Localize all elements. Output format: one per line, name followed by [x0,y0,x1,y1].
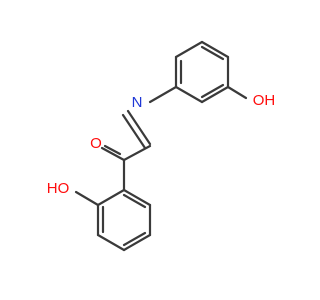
ring-inner-bond [122,231,147,247]
structure-diagram: OH N O HO [47,40,276,252]
carbonyl-oxygen-label: O [90,135,102,152]
ring-bond [174,85,204,104]
lower-aromatic-ring [96,188,152,252]
ring-inner-bond [200,83,225,99]
imine-nitrogen-label: N [132,94,143,111]
carbonyl-double-bond [100,146,126,162]
ring-inner-bond [200,45,225,61]
hydroxyl-label: OH [253,92,276,109]
upper-aromatic-ring [174,40,230,104]
hydroxyl-bond [226,85,248,100]
hydroxyl-bond [74,190,100,207]
carbon-carbon-bond [122,144,152,162]
ring-bond [200,85,230,104]
ring-inner-bond [122,193,147,209]
carbonyl-double-bond [103,144,122,156]
aryl-hydroxyl-label: HO [47,180,70,197]
aryl-nitrogen-bond [148,85,178,104]
imine-double-bond [121,113,147,150]
ring-bond [200,40,230,59]
imine-double-bond [126,109,152,146]
ring-bond [122,188,152,207]
ring-bond [122,233,152,252]
ring-bond [96,188,126,207]
ring-bond [174,40,204,59]
ring-bond [96,233,126,252]
